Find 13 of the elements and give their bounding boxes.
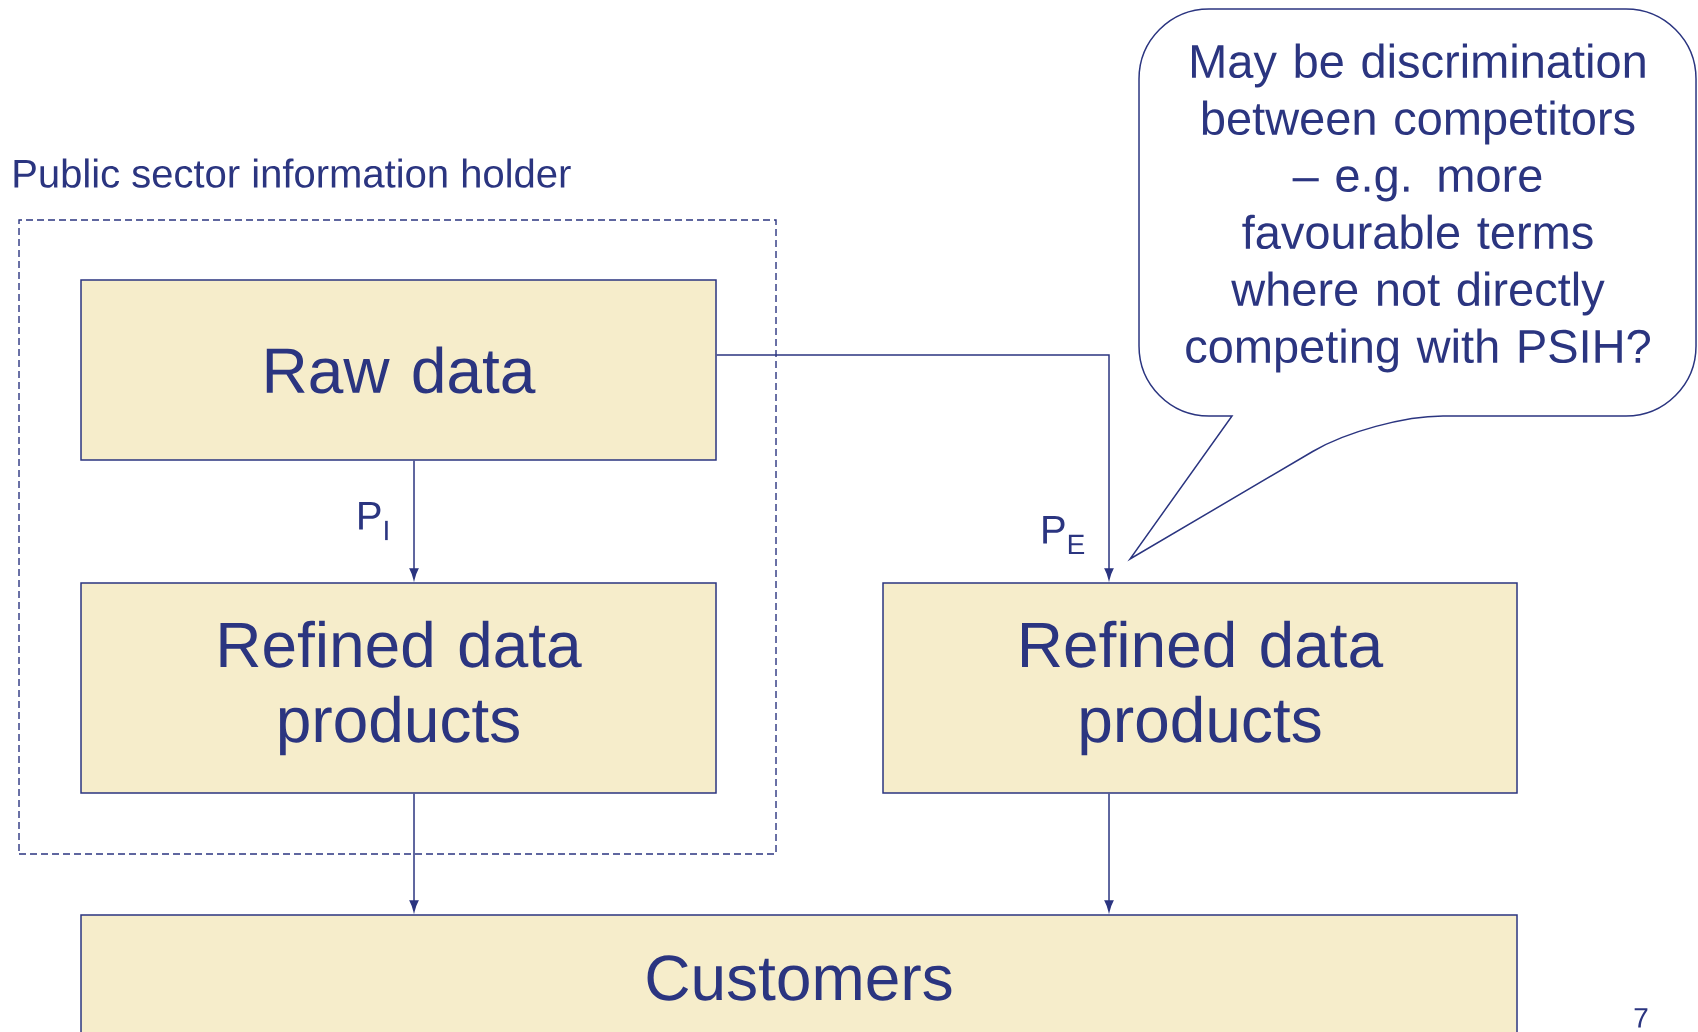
- arrow: [409, 793, 419, 912]
- arrow: [409, 460, 419, 580]
- process-box: Customers: [80, 914, 1518, 1032]
- process-box: Refined data products: [882, 582, 1518, 794]
- node-label: Public sector information holder: [14, 158, 571, 188]
- process-box: Refined data products: [80, 582, 717, 794]
- arrow: [716, 354, 1114, 580]
- process-box: Raw data: [80, 279, 717, 461]
- speech-bubble: May be discrimination between competitors – e.g. more favourable terms where not directly competing with PSIH?: [1129, 8, 1697, 560]
- arrow: [1104, 793, 1114, 912]
- edge-label: P$_{I}$: [354, 500, 392, 542]
- page-number: 7: [1634, 1008, 1648, 1028]
- edge-label: P$_{E}$: [1038, 514, 1087, 556]
